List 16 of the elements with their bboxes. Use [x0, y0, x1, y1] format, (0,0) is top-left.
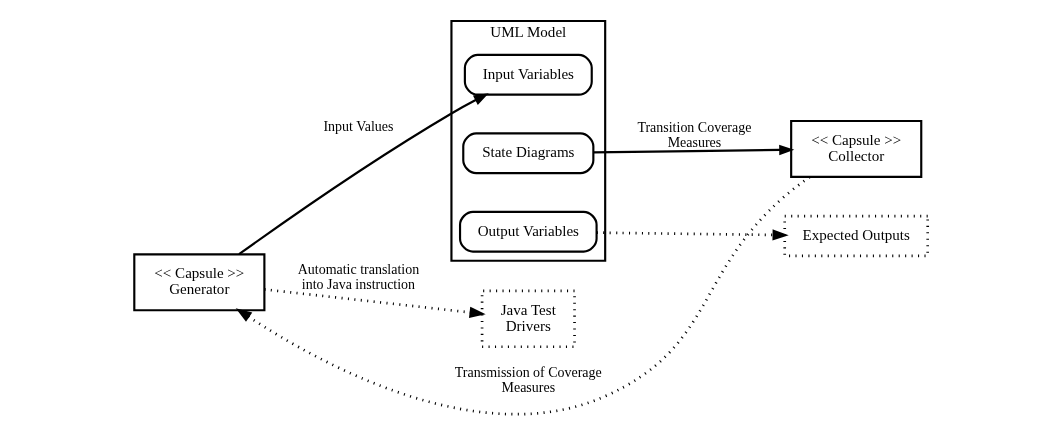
edge-label: Input Values [322, 119, 393, 135]
node-box: Output Variables [458, 210, 598, 253]
node-box: Input Variables [463, 53, 593, 96]
arrow [235, 176, 810, 416]
node-box: Expected Outputs [782, 214, 929, 258]
node-box: << Capsule >> Collector [789, 119, 922, 178]
edge-label: Transmission of Coverage Measures [454, 365, 602, 396]
edge-label: Transition Coverage Measures [636, 120, 751, 151]
node-box: << Capsule >> Generator [132, 253, 265, 312]
arrow [263, 288, 486, 318]
node-box: State Diagrams [461, 132, 594, 175]
node-box: Java Test Drivers [480, 289, 576, 349]
arrow [592, 144, 794, 156]
arrow [237, 93, 489, 256]
edge-label: Automatic translation into Java instruction [297, 262, 419, 293]
arrow [596, 229, 789, 241]
